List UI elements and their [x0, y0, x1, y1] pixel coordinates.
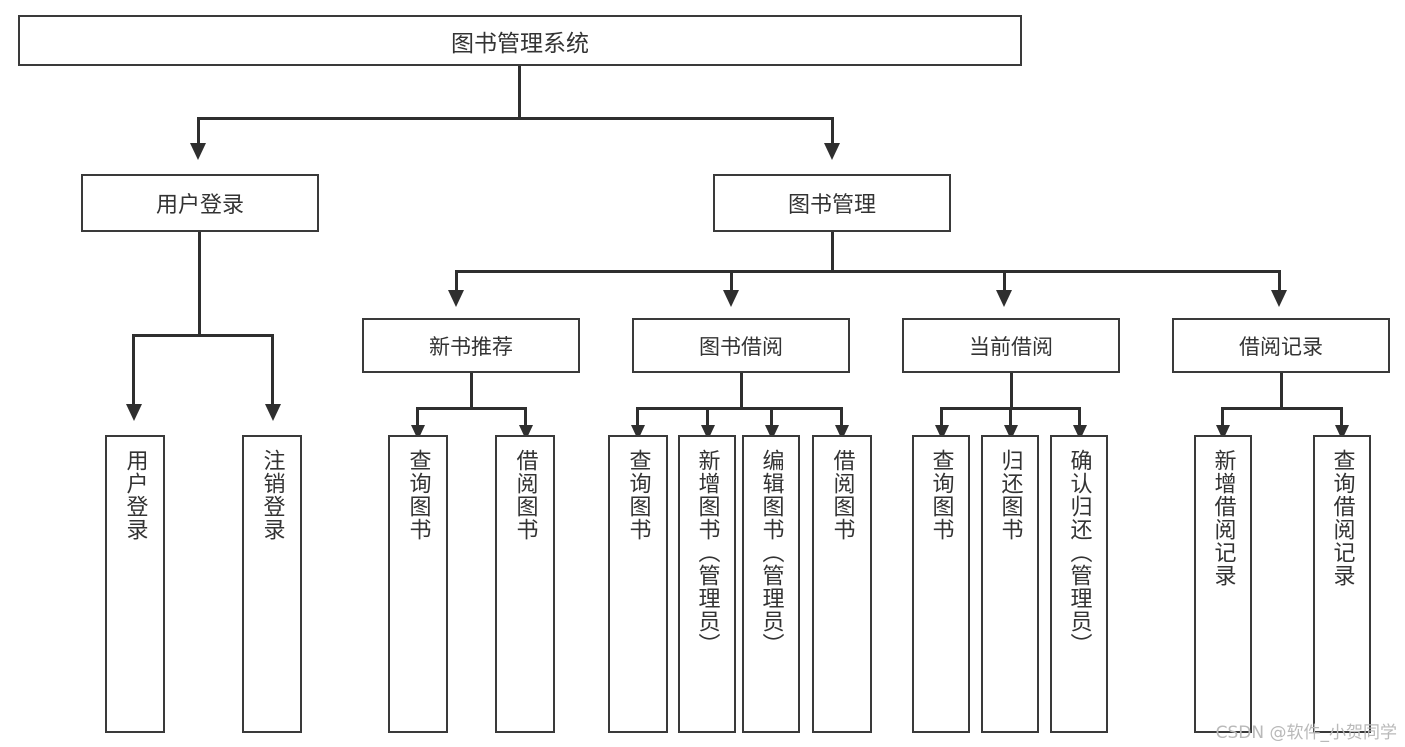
leaf-edit-book-admin[interactable]: 编辑图书（管理员） — [742, 435, 800, 733]
connector-bookmgmt-to-records — [1278, 270, 1281, 292]
node-book-borrow[interactable]: 图书借阅 — [632, 318, 850, 373]
connector-newbook-stem — [470, 373, 473, 409]
connector-userlogin-to-leaf2 — [271, 334, 274, 406]
connector-root-stem — [518, 66, 521, 118]
connector-borrow-to-leaf3 — [770, 407, 773, 427]
leaf-query-book-newbook[interactable]: 查询图书 — [388, 435, 448, 733]
connector-borrow-to-leaf4 — [840, 407, 843, 427]
leaf-borrow-book-newbook-label: 借阅图书 — [512, 449, 538, 541]
connector-current-to-leaf1 — [940, 407, 943, 427]
connector-bookmgmt-to-current — [1003, 270, 1006, 292]
arrow-bookmgmt-to-records — [1271, 290, 1287, 307]
leaf-logout[interactable]: 注销登录 — [242, 435, 302, 733]
leaf-return-book-label: 归还图书 — [997, 449, 1023, 541]
connector-newbook-to-leaf2 — [524, 407, 527, 427]
arrow-root-to-login — [190, 143, 206, 160]
connector-records-bar — [1222, 407, 1342, 410]
arrow-root-to-bookmgmt — [824, 143, 840, 160]
leaf-query-book-borrow[interactable]: 查询图书 — [608, 435, 668, 733]
arrow-bookmgmt-to-newbook — [448, 290, 464, 307]
connector-bookmgmt-bar — [456, 270, 1281, 273]
arrow-userlogin-to-leaf2 — [265, 404, 281, 421]
node-borrow-records-label: 借阅记录 — [1239, 334, 1323, 359]
leaf-return-book[interactable]: 归还图书 — [981, 435, 1039, 733]
leaf-query-book-newbook-label: 查询图书 — [405, 449, 431, 541]
leaf-query-book-current[interactable]: 查询图书 — [912, 435, 970, 733]
connector-userlogin-bar — [133, 334, 273, 337]
connector-bookmgmt-to-borrow — [730, 270, 733, 292]
node-new-book-recommend[interactable]: 新书推荐 — [362, 318, 580, 373]
connector-borrow-to-leaf1 — [636, 407, 639, 427]
leaf-query-borrow-record-label: 查询借阅记录 — [1329, 449, 1355, 587]
node-user-login-label: 用户登录 — [155, 193, 244, 218]
leaf-query-book-borrow-label: 查询图书 — [625, 449, 651, 541]
leaf-query-borrow-record[interactable]: 查询借阅记录 — [1313, 435, 1371, 733]
leaf-query-book-current-label: 查询图书 — [928, 449, 954, 541]
leaf-user-login-label: 用户登录 — [122, 449, 148, 541]
connector-root-to-login — [197, 117, 200, 145]
connector-userlogin-stem — [198, 232, 201, 336]
watermark: CSDN @软件_小贺同学 — [1215, 723, 1397, 743]
connector-root-bar — [198, 117, 834, 120]
node-root-label: 图书管理系统 — [451, 30, 589, 57]
node-new-book-recommend-label: 新书推荐 — [429, 334, 513, 359]
leaf-confirm-return-admin[interactable]: 确认归还（管理员） — [1050, 435, 1108, 733]
connector-current-to-leaf2 — [1009, 407, 1012, 427]
node-book-management[interactable]: 图书管理 — [713, 174, 951, 232]
node-user-login[interactable]: 用户登录 — [81, 174, 319, 232]
connector-current-to-leaf3 — [1078, 407, 1081, 427]
connector-bookmgmt-to-newbook — [455, 270, 458, 292]
connector-borrow-to-leaf2 — [706, 407, 709, 427]
node-root[interactable]: 图书管理系统 — [18, 15, 1022, 66]
connector-records-stem — [1280, 373, 1283, 409]
leaf-edit-book-admin-label: 编辑图书（管理员） — [758, 449, 784, 656]
leaf-add-borrow-record[interactable]: 新增借阅记录 — [1194, 435, 1252, 733]
arrow-userlogin-to-leaf1 — [126, 404, 142, 421]
node-book-management-label: 图书管理 — [787, 193, 876, 218]
leaf-add-borrow-record-label: 新增借阅记录 — [1210, 449, 1236, 587]
leaf-borrow-book-newbook[interactable]: 借阅图书 — [495, 435, 555, 733]
leaf-borrow-book-borrow-label: 借阅图书 — [829, 449, 855, 541]
leaf-add-book-admin-label: 新增图书（管理员） — [694, 449, 720, 656]
arrow-bookmgmt-to-borrow — [723, 290, 739, 307]
connector-newbook-bar — [417, 407, 527, 410]
leaf-borrow-book-borrow[interactable]: 借阅图书 — [812, 435, 872, 733]
connector-borrow-bar — [637, 407, 843, 410]
leaf-add-book-admin[interactable]: 新增图书（管理员） — [678, 435, 736, 733]
arrow-bookmgmt-to-current — [996, 290, 1012, 307]
leaf-user-login[interactable]: 用户登录 — [105, 435, 165, 733]
leaf-confirm-return-admin-label: 确认归还（管理员） — [1066, 449, 1092, 656]
leaf-logout-label: 注销登录 — [259, 449, 285, 541]
connector-userlogin-to-leaf1 — [132, 334, 135, 406]
node-borrow-records[interactable]: 借阅记录 — [1172, 318, 1390, 373]
node-current-borrow-label: 当前借阅 — [969, 334, 1053, 359]
connector-borrow-stem — [740, 373, 743, 409]
node-book-borrow-label: 图书借阅 — [699, 334, 783, 359]
connector-root-to-bookmgmt — [831, 117, 834, 145]
connector-records-to-leaf2 — [1340, 407, 1343, 427]
connector-records-to-leaf1 — [1221, 407, 1224, 427]
node-current-borrow[interactable]: 当前借阅 — [902, 318, 1120, 373]
connector-newbook-to-leaf1 — [416, 407, 419, 427]
connector-bookmgmt-stem — [831, 232, 834, 272]
connector-current-stem — [1010, 373, 1013, 409]
